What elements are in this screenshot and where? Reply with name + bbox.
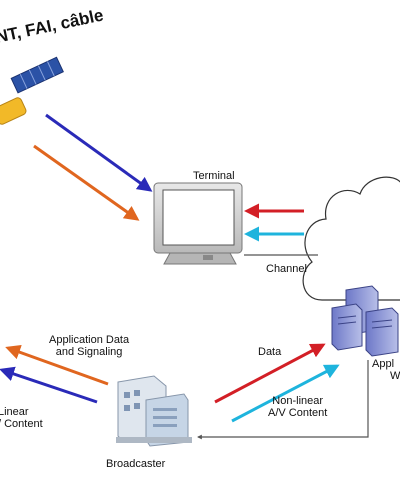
- arrow-satellite-to-terminal-blue: [45, 113, 153, 192]
- broadcaster-label: Broadcaster: [106, 458, 166, 470]
- channel-label: Channel: [266, 263, 307, 275]
- app-server-line1: Appl: [372, 358, 395, 370]
- connector-server-to-broadcaster: [197, 360, 369, 440]
- app-data-line2: and Signaling: [55, 346, 123, 358]
- linear-line1: Linear: [0, 406, 29, 418]
- linear-content-label: Linear / Content: [0, 406, 43, 430]
- terminal-label: Terminal: [193, 170, 235, 182]
- arrow-broadcaster-data-red: [214, 343, 326, 404]
- nonlinear-content-label: Non-linear A/V Content: [268, 395, 327, 419]
- cloud-icon: [302, 176, 400, 301]
- arrow-satellite-to-terminal-orange: [33, 144, 140, 221]
- arrow-broadcaster-linear-blue: [0, 366, 98, 404]
- tv-terminal-icon: [153, 182, 243, 265]
- app-data-signaling-label: Application Data and Signaling: [49, 334, 129, 358]
- app-data-line1: Application Data: [49, 334, 130, 346]
- broadcaster-building-icon: [116, 375, 192, 447]
- arrow-broadcaster-appdata-orange: [5, 345, 109, 386]
- arrow-broadcaster-nonlinear-cyan: [231, 364, 340, 423]
- application-server-label: Appl W: [372, 358, 400, 382]
- satellite-icon: [0, 56, 64, 125]
- data-label: Data: [258, 346, 282, 358]
- server-cluster-icon: [331, 285, 399, 357]
- nonlinear-line1: Non-linear: [272, 395, 324, 407]
- linear-line2: / Content: [0, 418, 43, 430]
- app-server-line2: W: [390, 370, 400, 382]
- nonlinear-line2: A/V Content: [268, 407, 328, 419]
